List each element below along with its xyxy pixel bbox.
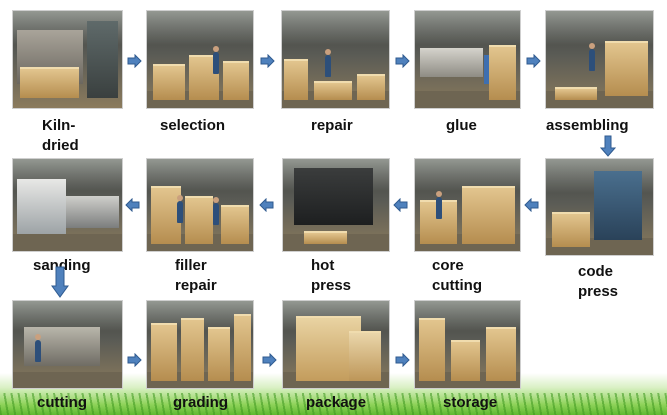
label-selection: selection (160, 117, 226, 134)
label-core-cutting: core cutting (432, 257, 482, 294)
photo-repair (281, 10, 390, 109)
photo-storage (414, 300, 521, 389)
label-grading: grading (173, 394, 228, 411)
photo-glue (414, 10, 521, 109)
label-repair: repair (311, 117, 353, 134)
arrow-icon (51, 266, 69, 298)
label-package: package (306, 394, 367, 411)
label-storage: storage (443, 394, 498, 411)
label-filler-repair: filler repair (175, 257, 217, 294)
photo-code-press (545, 158, 654, 256)
photo-hot-press (282, 158, 390, 252)
label-code-press: code press (578, 263, 619, 300)
arrow-icon (259, 198, 274, 212)
arrow-icon (526, 54, 541, 68)
arrow-icon (524, 198, 539, 212)
label-hot-press: hot press (311, 257, 352, 294)
arrow-icon (260, 54, 275, 68)
photo-filler-repair (146, 158, 254, 252)
photo-cutting (12, 300, 123, 389)
arrow-icon (600, 135, 616, 157)
arrow-icon (125, 198, 140, 212)
photo-selection (146, 10, 254, 109)
arrow-icon (393, 198, 408, 212)
label-assembling: assembling (546, 117, 629, 134)
photo-assembling (545, 10, 654, 109)
grass-blades (0, 393, 667, 415)
arrow-icon (127, 54, 142, 68)
arrow-icon (395, 353, 410, 367)
photo-sanding (12, 158, 123, 252)
label-sanding: sanding (33, 257, 91, 274)
photo-grading (146, 300, 254, 389)
label-kiln-dried: Kiln- dried (42, 117, 79, 154)
arrow-icon (395, 54, 410, 68)
photo-core-cutting (414, 158, 521, 252)
label-cutting: cutting (37, 394, 87, 411)
photo-package (282, 300, 390, 389)
arrow-icon (127, 353, 142, 367)
photo-kiln-dried (12, 10, 123, 109)
label-glue: glue (446, 117, 477, 134)
arrow-icon (262, 353, 277, 367)
